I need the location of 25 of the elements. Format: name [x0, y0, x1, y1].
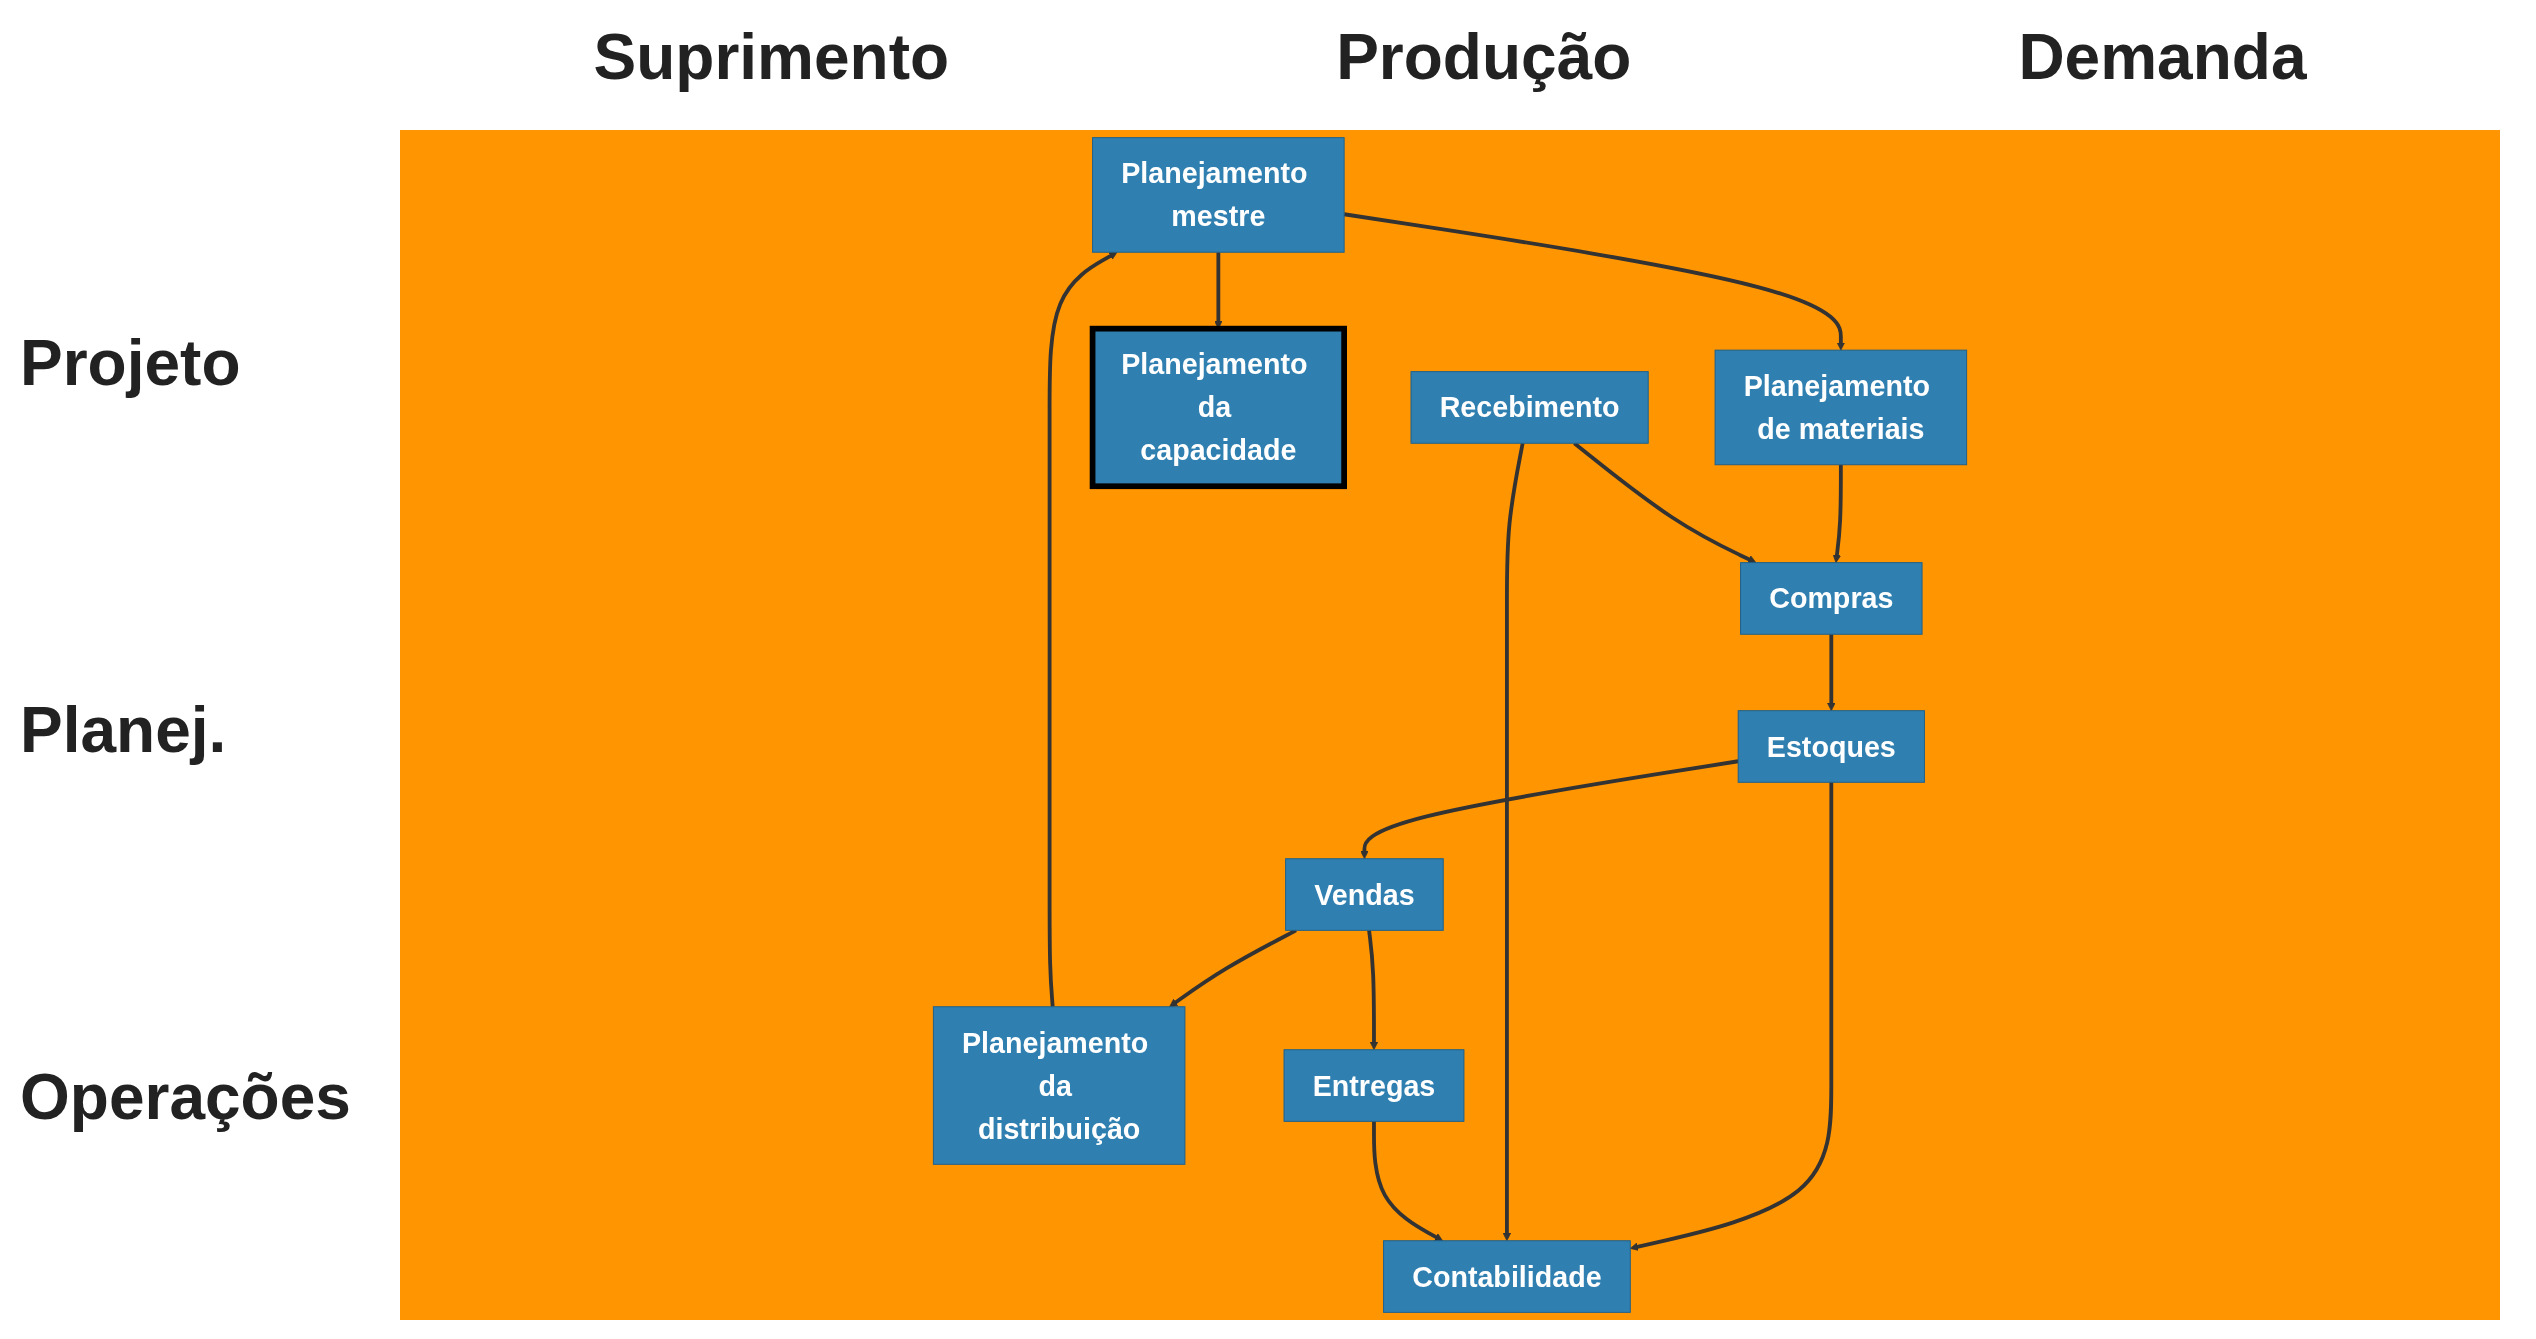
arrow	[1502, 442, 1525, 1242]
node-box: Estoques	[1737, 710, 1925, 783]
arrow	[1367, 930, 1379, 1051]
arrow	[1372, 1121, 1443, 1242]
node-box: Recebimento	[1410, 371, 1649, 444]
row-header: Projeto	[20, 326, 242, 401]
node-box: Planejamento de materiais	[1714, 349, 1968, 466]
column-header: Demanda	[2018, 20, 2307, 94]
node-box: Contabilidade	[1383, 1240, 1631, 1313]
node-box: Planejamento da distribuição	[932, 1006, 1186, 1165]
node-box: Compras	[1740, 562, 1923, 635]
arrow	[1343, 212, 1846, 351]
node-box: Entregas	[1283, 1049, 1465, 1122]
arrow	[1629, 782, 1834, 1251]
node-box: Vendas	[1285, 858, 1444, 931]
arrow	[1827, 634, 1836, 712]
row-header: Operações	[20, 1059, 352, 1134]
arrow	[1047, 251, 1118, 1007]
node-box: Planejamento da capacidade	[1089, 325, 1347, 490]
node-box: Planejamento mestre	[1092, 137, 1345, 253]
column-header: Produção	[1336, 20, 1632, 94]
column-header: Suprimento	[593, 20, 950, 94]
arrow	[1832, 464, 1843, 563]
arrow	[1360, 759, 1739, 860]
row-header: Planej.	[20, 693, 228, 767]
